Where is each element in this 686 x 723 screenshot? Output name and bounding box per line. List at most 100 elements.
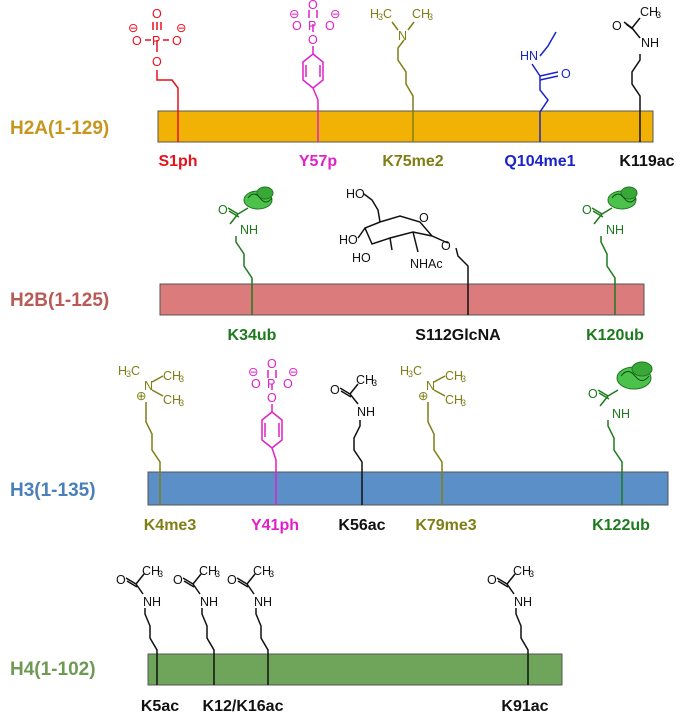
- svg-text:C: C: [131, 364, 140, 378]
- svg-text:3: 3: [461, 374, 466, 384]
- svg-text:CH: CH: [163, 393, 181, 407]
- svg-text:NH: NH: [143, 595, 161, 609]
- mod-label: K120ub: [586, 327, 644, 344]
- svg-text:NH: NH: [606, 223, 624, 237]
- svg-text:NH: NH: [612, 407, 630, 421]
- mod-k79me3-structure: [427, 375, 446, 505]
- histone-bar: [157, 110, 654, 143]
- mod-s112glcna-atoms: O O HO HO HO NHAc: [339, 187, 451, 271]
- svg-text:O: O: [325, 19, 335, 33]
- svg-text:N: N: [426, 379, 435, 393]
- mod-label: S1ph: [158, 153, 197, 170]
- svg-text:H: H: [118, 364, 127, 378]
- svg-text:3: 3: [158, 569, 163, 579]
- svg-text:NH: NH: [200, 595, 218, 609]
- mod-s1ph-atoms: O P O O O ⊖ ⊖: [128, 7, 186, 69]
- svg-text:CH: CH: [445, 369, 463, 383]
- svg-text:3: 3: [215, 569, 220, 579]
- mod-k122ub-structure: [597, 389, 623, 505]
- svg-text:CH: CH: [513, 564, 531, 578]
- mod-label: Y57p: [299, 153, 337, 170]
- mod-label: Y41ph: [251, 517, 299, 534]
- svg-text:O: O: [173, 573, 183, 587]
- svg-text:3: 3: [372, 378, 377, 388]
- svg-text:H: H: [400, 364, 409, 378]
- histone-row-h3: H3(1-135) H 3 C N ⊕ CH 3 CH 3 K4me3: [10, 357, 669, 534]
- svg-text:3: 3: [461, 398, 466, 408]
- mod-k4me3-structure: [145, 375, 164, 505]
- svg-text:⊖: ⊖: [128, 21, 138, 35]
- mod-k120ub-atoms: NH O: [582, 203, 624, 237]
- mod-label: S112GlcNA: [415, 327, 501, 344]
- svg-text:O: O: [588, 387, 598, 401]
- svg-text:P: P: [152, 34, 160, 48]
- svg-text:⊖: ⊖: [288, 365, 298, 379]
- svg-text:CH: CH: [640, 5, 658, 19]
- svg-text:C: C: [383, 7, 392, 21]
- svg-text:O: O: [308, 33, 318, 47]
- mod-k122ub-atoms: NH O: [588, 387, 630, 421]
- mod-label: K12/K16ac: [203, 698, 284, 715]
- mod-k120ub-structure: [591, 207, 616, 315]
- svg-text:P: P: [267, 377, 275, 391]
- svg-text:3: 3: [408, 369, 413, 379]
- svg-text:O: O: [441, 239, 451, 253]
- svg-text:HO: HO: [352, 251, 371, 265]
- svg-text:CH: CH: [163, 369, 181, 383]
- mod-y57p-structure: [302, 10, 324, 142]
- svg-text:O: O: [308, 0, 318, 12]
- mod-k91ac-atoms: NH O CH 3: [487, 564, 534, 609]
- svg-text:⊕: ⊕: [136, 389, 146, 403]
- mod-k5ac-atoms: NH O CH 3: [116, 564, 163, 609]
- mod-k56ac-atoms: NH O CH 3: [330, 373, 377, 419]
- svg-text:H: H: [370, 7, 379, 21]
- histone-bar: [147, 471, 669, 506]
- svg-text:HO: HO: [339, 233, 358, 247]
- mod-label: K75me2: [382, 153, 443, 170]
- svg-text:3: 3: [269, 569, 274, 579]
- svg-text:O: O: [251, 377, 261, 391]
- svg-text:O: O: [152, 55, 162, 69]
- svg-text:O: O: [152, 7, 162, 21]
- svg-text:3: 3: [126, 369, 131, 379]
- mod-q104me1-atoms: HN O: [520, 49, 571, 81]
- svg-text:⊖: ⊖: [330, 7, 340, 21]
- svg-text:O: O: [227, 573, 237, 587]
- histone-bar: [147, 653, 563, 686]
- svg-text:N: N: [144, 379, 153, 393]
- svg-text:HO: HO: [346, 187, 365, 201]
- mod-label: K4me3: [144, 517, 197, 534]
- mod-label: K122ub: [592, 517, 650, 534]
- svg-text:3: 3: [378, 12, 383, 22]
- svg-text:O: O: [330, 383, 340, 397]
- mod-k34ub-structure: [227, 207, 253, 315]
- mod-label: K5ac: [141, 698, 179, 715]
- svg-text:NH: NH: [254, 595, 272, 609]
- svg-text:O: O: [612, 19, 622, 33]
- ubiquitin-icon: [616, 361, 653, 390]
- mod-k16ac-atoms: NH O CH 3: [227, 564, 274, 609]
- mod-k4me3-atoms: H 3 C N ⊕ CH 3 CH 3: [118, 364, 184, 408]
- svg-text:3: 3: [428, 12, 433, 22]
- mod-label: Q104me1: [504, 153, 575, 170]
- svg-text:3: 3: [656, 10, 661, 20]
- svg-text:CH: CH: [253, 564, 271, 578]
- histone-label: H2B(1-125): [10, 290, 109, 311]
- mod-k91ac-structure: [496, 573, 529, 685]
- svg-text:CH: CH: [412, 7, 430, 21]
- svg-text:O: O: [419, 211, 429, 225]
- histone-row-h2b: H2B(1-125) NH O K34ub O O HO HO: [10, 186, 645, 344]
- svg-text:HN: HN: [520, 49, 538, 63]
- svg-text:P: P: [308, 19, 316, 33]
- svg-text:O: O: [132, 34, 142, 48]
- svg-text:O: O: [283, 377, 293, 391]
- svg-text:NH: NH: [641, 36, 659, 50]
- svg-text:3: 3: [179, 374, 184, 384]
- mod-k79me3-atoms: H 3 C N ⊕ CH 3 CH 3: [400, 364, 466, 408]
- svg-text:NH: NH: [514, 595, 532, 609]
- mod-label: K91ac: [501, 698, 548, 715]
- svg-text:NH: NH: [357, 405, 375, 419]
- mod-k119ac-atoms: NH O CH 3: [612, 5, 661, 50]
- svg-text:⊖: ⊖: [289, 7, 299, 21]
